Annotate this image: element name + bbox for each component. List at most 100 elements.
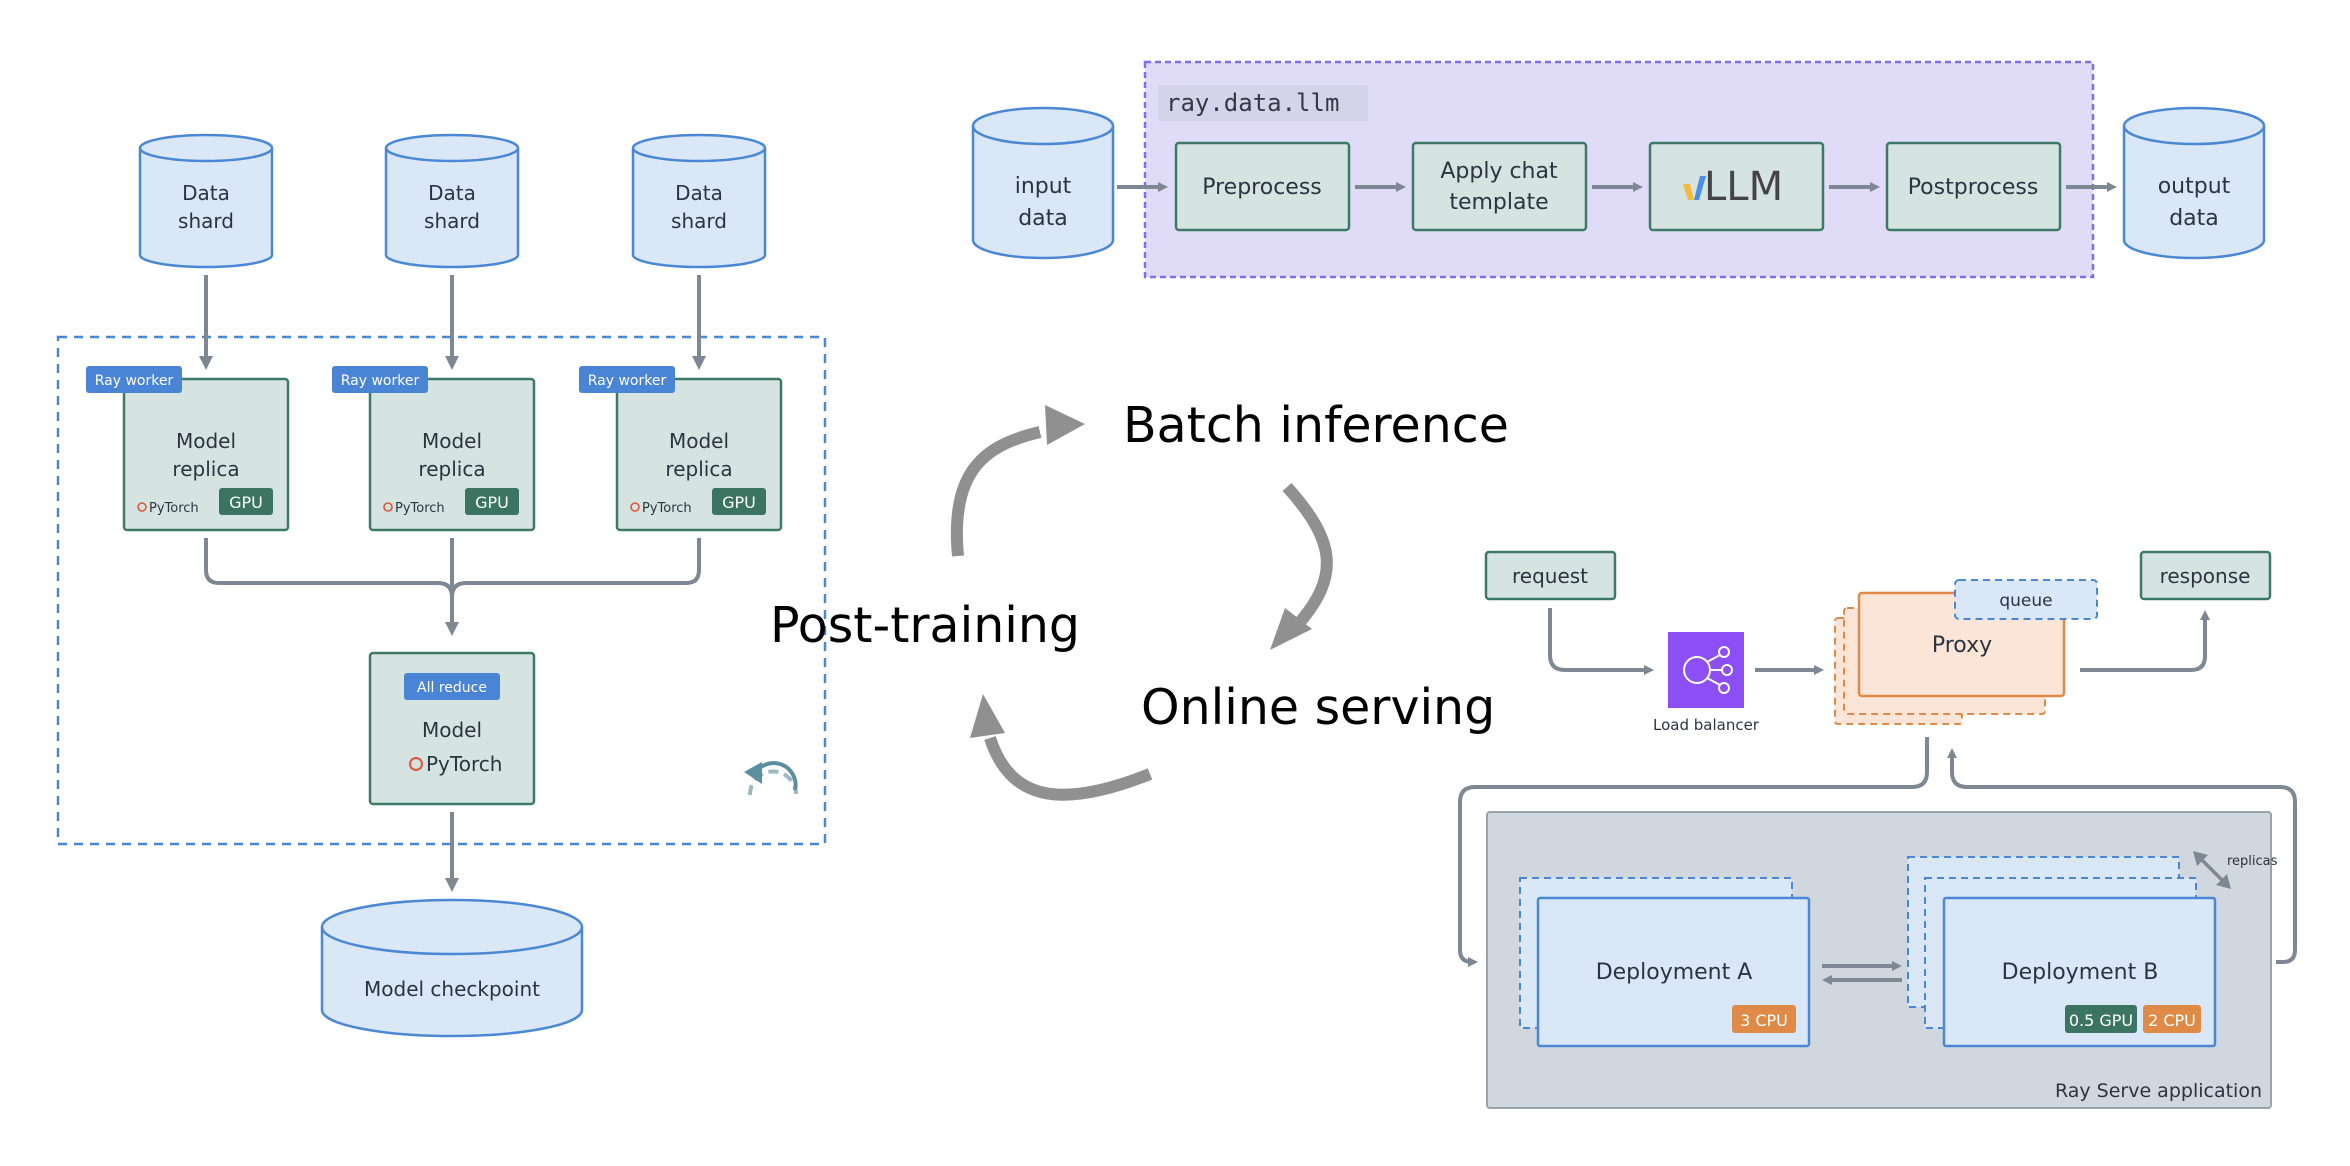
refresh-cycle-icon [744,761,798,796]
input-data-store: input data [971,106,1115,260]
cpu-badge [1732,1005,1796,1033]
pytorch-icon [137,502,147,512]
deployment-a-title: Deployment A [1596,960,1753,985]
proxy-to-response-arrow [2080,610,2210,672]
cpu-label: 2 CPU [2148,1011,2196,1030]
pytorch-label: PyTorch [426,752,502,776]
pytorch-label: PyTorch [149,501,199,516]
deployment-b-title: Deployment B [2002,960,2159,985]
model-replica-label: Model [422,429,482,453]
cpu-label: 3 CPU [1740,1011,1788,1030]
module-label: ray.data.llm [1166,89,1339,117]
load-balancer-icon [1683,646,1733,694]
merge-connector [450,538,701,598]
ray-worker-badge [579,366,675,393]
ray-worker-badge [86,366,182,393]
request-to-lb-arrow [1548,608,1654,675]
output-data-store: output data [2122,106,2266,260]
vllm-label: LLM [1704,164,1783,210]
batch-inference-title: Batch inference [1123,397,1509,454]
ray-worker-label: Ray worker [95,373,174,389]
training-section: Data shard Data shard Data shard Ray wor… [56,133,827,1038]
model-replica-label: Model [669,429,729,453]
ray-worker-label: Ray worker [588,373,667,389]
lifecycle-cycle: Batch inference Post-training Online ser… [770,397,1509,801]
step-label: Postprocess [1908,175,2039,200]
input-data-label: data [1018,206,1068,231]
model-label: Model [422,718,482,742]
proxy-to-app-connector [1458,737,1929,967]
pytorch-label: PyTorch [642,501,692,516]
output-data-label: data [2169,206,2219,231]
proxy-label: Proxy [1932,633,1992,658]
data-shard-label: Data [428,181,476,205]
data-shard: Data shard [384,133,520,269]
pipeline-step-vllm: LLM [1648,141,1825,232]
input-data-label: input [1015,174,1072,199]
model-replica-label: Model [176,429,236,453]
queue-label: queue [1999,591,2052,611]
data-shard-label: Data [182,181,230,205]
training-cluster-boundary [56,335,827,846]
cpu-badge [2143,1005,2201,1033]
data-shard-label: Data [675,181,723,205]
model-replica-label: replica [665,457,732,481]
gpu-badge [465,488,519,515]
gpu-label: 0.5 GPU [2069,1011,2133,1030]
pytorch-icon [383,502,393,512]
merge-connector [204,538,454,598]
replicas-scale-icon [2193,851,2231,889]
cycle-arrowhead [970,694,1005,738]
model-checkpoint: Model checkpoint [320,898,584,1038]
queue-node [1954,579,2098,620]
post-training-title: Post-training [770,597,1080,654]
batch-pipeline: ray.data.llm input data output data Prep… [971,60,2266,279]
cycle-arrow-to-post-training [984,736,1153,801]
gpu-label: GPU [229,493,263,512]
ray-worker-label: Ray worker [341,373,420,389]
request-node: request [1484,550,1617,601]
data-shard: Data shard [138,133,274,269]
data-shard: Data shard [631,133,767,269]
load-balancer-label: Load balancer [1653,716,1760,734]
data-shard-label: shard [671,209,727,233]
online-serving-section: request response Load balancer [1458,550,2297,1109]
step-label: Preprocess [1202,175,1322,200]
replicas-label: replicas [2227,854,2278,869]
model-replica-label: replica [418,457,485,481]
output-data-label: output [2158,174,2231,199]
all-reduce-label: All reduce [417,680,487,696]
deployment-b: Deployment B 0.5 GPU 2 CPU replicas [1907,851,2278,1048]
deployment-a: Deployment A 3 CPU [1519,877,1811,1048]
data-shard-label: shard [424,209,480,233]
gpu-badge [2065,1005,2137,1033]
model-replica: Ray worker Model replica PyTorch GPU [579,366,783,532]
cycle-arrowhead [1045,405,1085,445]
pytorch-icon [630,502,640,512]
cycle-arrowhead [1270,608,1312,650]
module-label-bg [1158,85,1368,121]
step-label: template [1449,190,1548,215]
gpu-badge [219,488,273,515]
ray-worker-badge [332,366,428,393]
vllm-logo-icon [1683,176,1706,200]
pytorch-icon [409,757,423,771]
gpu-label: GPU [475,493,509,512]
app-to-proxy-connector [1947,748,2297,964]
cycle-arrow-to-batch [950,426,1042,557]
gpu-label: GPU [722,493,756,512]
model-replica: Ray worker Model replica PyTorch GPU [332,366,536,532]
model-replica: Ray worker Model replica PyTorch GPU [86,366,290,532]
gpu-badge [712,488,766,515]
pipeline-step-preprocess: Preprocess [1174,141,1351,232]
online-serving-title: Online serving [1141,679,1495,736]
model-replica-label: replica [172,457,239,481]
request-label: request [1512,564,1588,588]
cycle-arrow-to-serving [1282,482,1333,626]
pipeline-step-postprocess: Postprocess [1885,141,2062,232]
data-shard-label: shard [178,209,234,233]
all-reduce-badge [404,673,500,700]
response-node: response [2139,550,2272,601]
pytorch-label: PyTorch [395,501,445,516]
